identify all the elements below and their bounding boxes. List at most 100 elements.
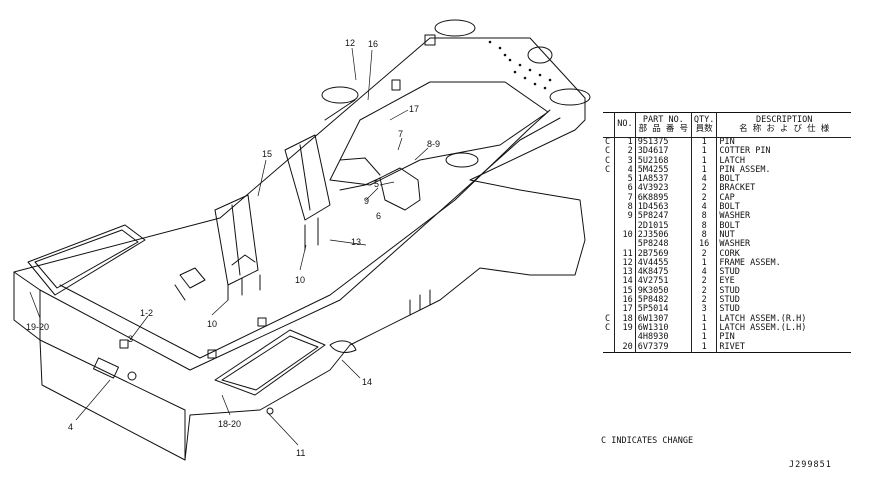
row-mark: C (605, 164, 611, 175)
table-header-row: NO. PART NO. 部 品 番 号 QTY. 員数 DESCRIPTION… (603, 112, 851, 138)
header-no: NO. (614, 112, 636, 138)
row-mark (603, 231, 615, 240)
callout-14: 14 (362, 377, 372, 387)
row-description: BOLT (716, 221, 851, 231)
row-no (614, 240, 636, 250)
row-part-no: 5P8247 (634, 212, 692, 222)
row-part-no: 9K3050 (634, 286, 692, 297)
row-description: PIN ASSEM. (716, 165, 851, 176)
header-qty-en: QTY. (693, 114, 715, 125)
row-part-no: 5U2168 (634, 156, 692, 166)
callout-19-20: 19-20 (26, 322, 49, 332)
row-description: NUT (716, 230, 851, 241)
row-mark (603, 175, 615, 184)
row-mark (603, 250, 615, 259)
callout-6: 6 (376, 211, 381, 221)
row-part-no: 2B7569 (634, 249, 692, 259)
row-description: LATCH ASSEM.(R.H) (716, 314, 851, 324)
header-part-no-jp: 部 品 番 号 (638, 124, 689, 134)
row-no: 19 (614, 323, 636, 334)
row-description: STUD (716, 267, 851, 278)
row-mark (603, 296, 615, 305)
callout-10-right: 10 (295, 275, 305, 285)
row-description: WASHER (716, 212, 851, 222)
row-no: 13 (614, 267, 636, 278)
row-qty: 1 (690, 156, 717, 166)
frame-opening (329, 81, 549, 186)
row-description: COTTER PIN (716, 146, 851, 157)
row-description: BOLT (716, 174, 851, 185)
left-cover (27, 224, 146, 296)
row-part-no: 4V2751 (634, 277, 692, 287)
latch (379, 167, 421, 211)
header-description-jp: 名 称 お よ び 仕 様 (739, 124, 830, 134)
row-qty: 16 (690, 239, 717, 250)
callout-16: 16 (368, 39, 378, 49)
row-qty: 1 (690, 165, 717, 176)
row-part-no: 4H8930 (634, 332, 692, 343)
row-part-no: 3D4617 (634, 146, 692, 157)
row-part-no: 1A8537 (634, 174, 692, 185)
header-description-en: DESCRIPTION (756, 114, 813, 125)
row-qty: 2 (690, 249, 717, 259)
row-mark (603, 277, 615, 286)
callout-4: 4 (68, 422, 73, 432)
row-qty: 8 (690, 230, 717, 241)
row-qty: 1 (690, 146, 717, 157)
callout-8-9: 8-9 (427, 139, 440, 149)
row-no: 15 (614, 286, 636, 297)
row-qty: 4 (690, 267, 717, 278)
change-note: C INDICATES CHANGE (601, 436, 694, 446)
row-description: BRACKET (716, 184, 851, 194)
row-description: STUD (716, 286, 851, 297)
header-mark (603, 112, 615, 138)
row-part-no: 2D1015 (634, 221, 692, 231)
row-qty: 8 (690, 221, 717, 231)
row-mark (603, 212, 615, 221)
row-qty: 2 (690, 193, 717, 204)
row-part-no: 1D4563 (634, 202, 692, 213)
row-no: 9 (614, 212, 636, 222)
row-mark: C (605, 146, 611, 157)
row-part-no: 5P8482 (634, 295, 692, 306)
bracket-tower-1 (284, 134, 331, 221)
row-qty: 2 (690, 286, 717, 297)
row-no: 18 (614, 314, 636, 324)
row-mark: C (605, 137, 611, 147)
row-part-no: 4V3923 (634, 184, 692, 194)
row-no: 14 (614, 277, 636, 287)
row-part-no: 6W1310 (634, 323, 692, 334)
row-no (614, 333, 636, 343)
row-no: 1 (614, 137, 636, 148)
bracket-tower-2 (214, 194, 259, 286)
row-no: 11 (614, 249, 636, 259)
frame-holes (488, 40, 552, 90)
header-part-no-en: PART NO. (642, 114, 684, 125)
row-description: WASHER (716, 239, 851, 250)
row-no: 4 (614, 165, 636, 176)
row-mark (603, 287, 615, 296)
row-mark (603, 268, 615, 277)
callout-3: 3 (128, 334, 133, 344)
row-mark (603, 240, 615, 249)
row-qty: 1 (690, 258, 717, 269)
row-no: 8 (614, 202, 636, 213)
row-qty: 1 (690, 314, 717, 324)
row-qty: 1 (690, 342, 717, 353)
row-description: CORK (716, 249, 851, 259)
